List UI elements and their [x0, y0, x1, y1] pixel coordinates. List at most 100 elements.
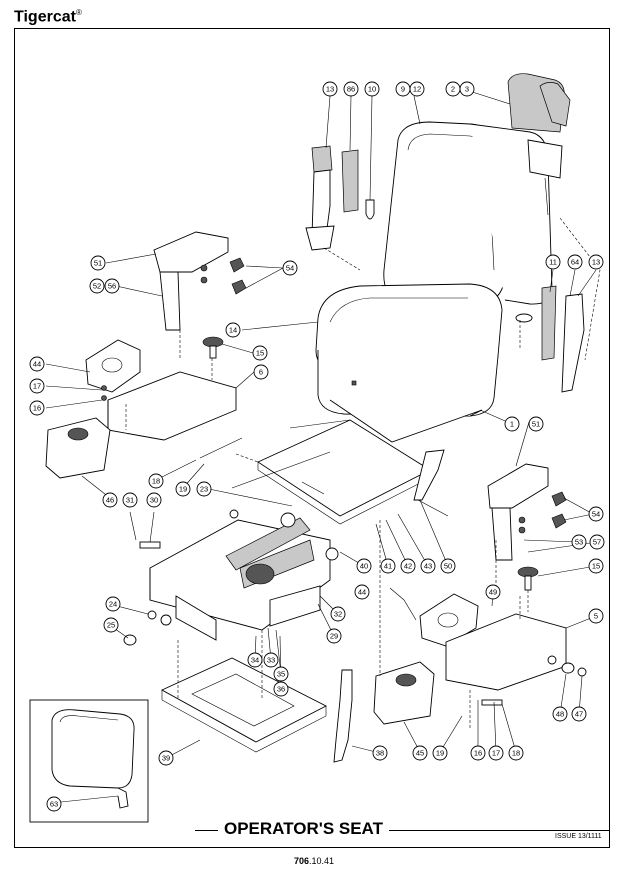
- callout-51b: 51: [528, 416, 544, 432]
- callout-29: 29: [326, 628, 342, 644]
- callout-86: 86: [343, 81, 359, 97]
- callout-51a: 51: [90, 255, 106, 271]
- callout-label: 51: [532, 420, 540, 429]
- knob-right-part: [517, 566, 539, 591]
- callout-32: 32: [330, 606, 346, 622]
- callout-label: 47: [575, 710, 583, 719]
- callout-18b: 18: [508, 745, 524, 761]
- callout-label: 32: [334, 610, 342, 619]
- brand-logo: Tigercat®: [14, 8, 82, 26]
- callout-label: 44: [358, 588, 366, 597]
- page-number: 706.10.41: [294, 856, 334, 866]
- armrest-right-part: [487, 463, 567, 561]
- title-rule: [195, 830, 610, 831]
- callout-label: 38: [376, 749, 384, 758]
- callout-label: 54: [592, 510, 600, 519]
- callout-label: 53: [575, 538, 583, 547]
- callout-12: 12: [409, 81, 425, 97]
- page-number-bold: 706: [294, 856, 310, 866]
- seat-back-part: [383, 121, 553, 306]
- callout-label: 3: [465, 85, 469, 94]
- callout-label: 40: [360, 562, 368, 571]
- callout-label: 15: [592, 562, 600, 571]
- belt-strap-part: [341, 149, 359, 213]
- base-frame-part: [161, 657, 327, 753]
- callout-label: 19: [179, 485, 187, 494]
- callout-19b: 19: [432, 745, 448, 761]
- callout-label: 25: [107, 621, 115, 630]
- callout-50: 50: [440, 558, 456, 574]
- callout-9: 9: [395, 81, 411, 97]
- callout-17b: 17: [488, 745, 504, 761]
- left-pins-part: [123, 541, 172, 646]
- callout-63: 63: [46, 796, 62, 812]
- callout-45: 45: [412, 745, 428, 761]
- slide-plate-part: [257, 419, 445, 525]
- back-cover-part: [507, 73, 571, 216]
- callout-label: 12: [413, 85, 421, 94]
- callout-57: 57: [589, 534, 605, 550]
- buckle-part: [365, 199, 375, 220]
- callout-label: 57: [593, 538, 601, 547]
- callout-label: 51: [94, 259, 102, 268]
- callout-47: 47: [571, 706, 587, 722]
- right-pins-part: [325, 547, 587, 706]
- callout-label: 31: [126, 496, 134, 505]
- callout-label: 24: [109, 600, 117, 609]
- callout-53: 53: [571, 534, 587, 550]
- callout-24: 24: [105, 596, 121, 612]
- callout-15a: 15: [252, 345, 268, 361]
- callout-label: 1: [510, 420, 514, 429]
- callout-64: 64: [567, 254, 583, 270]
- callout-label: 42: [404, 562, 412, 571]
- bracket-right-part: [419, 593, 567, 691]
- callout-52: 52: [89, 278, 105, 294]
- callout-25: 25: [103, 617, 119, 633]
- callout-34: 34: [247, 652, 263, 668]
- callout-13b: 13: [588, 254, 604, 270]
- callout-label: 14: [229, 326, 237, 335]
- callout-label: 2: [451, 85, 455, 94]
- callout-43: 43: [420, 558, 436, 574]
- armrest-left-part: [153, 231, 247, 331]
- callout-label: 9: [401, 85, 405, 94]
- callout-label: 19: [436, 749, 444, 758]
- callout-33: 33: [263, 652, 279, 668]
- callout-label: 18: [512, 749, 520, 758]
- callout-48: 48: [552, 706, 568, 722]
- callout-label: 33: [267, 656, 275, 665]
- callout-44a: 44: [29, 356, 45, 372]
- callout-18a: 18: [148, 473, 164, 489]
- callout-14: 14: [225, 322, 241, 338]
- callout-label: 10: [368, 85, 376, 94]
- callout-2: 2: [445, 81, 461, 97]
- callout-49: 49: [485, 584, 501, 600]
- callout-label: 54: [286, 264, 294, 273]
- callout-label: 11: [549, 258, 557, 267]
- callout-label: 6: [259, 368, 263, 377]
- callout-15b: 15: [588, 558, 604, 574]
- headrest-part: [51, 709, 135, 809]
- callout-30: 30: [146, 492, 162, 508]
- bracket-left-part: [85, 339, 237, 441]
- callout-label: 16: [474, 749, 482, 758]
- diagram-frame: [14, 28, 610, 848]
- callout-label: 46: [106, 496, 114, 505]
- callout-label: 30: [150, 496, 158, 505]
- callout-10: 10: [364, 81, 380, 97]
- callout-label: 17: [33, 382, 41, 391]
- callout-41: 41: [380, 558, 396, 574]
- cover-right-part: [373, 661, 435, 725]
- callout-6: 6: [253, 364, 269, 380]
- callout-label: 64: [571, 258, 579, 267]
- callout-40: 40: [356, 558, 372, 574]
- callout-label: 44: [33, 360, 41, 369]
- seat-cushion-part: [315, 283, 503, 443]
- callout-label: 29: [330, 632, 338, 641]
- callout-5: 5: [588, 608, 604, 624]
- callout-label: 35: [277, 670, 285, 679]
- issue-label: ISSUE 13/1111: [555, 833, 602, 840]
- callout-label: 63: [50, 800, 58, 809]
- callout-3: 3: [459, 81, 475, 97]
- callout-42: 42: [400, 558, 416, 574]
